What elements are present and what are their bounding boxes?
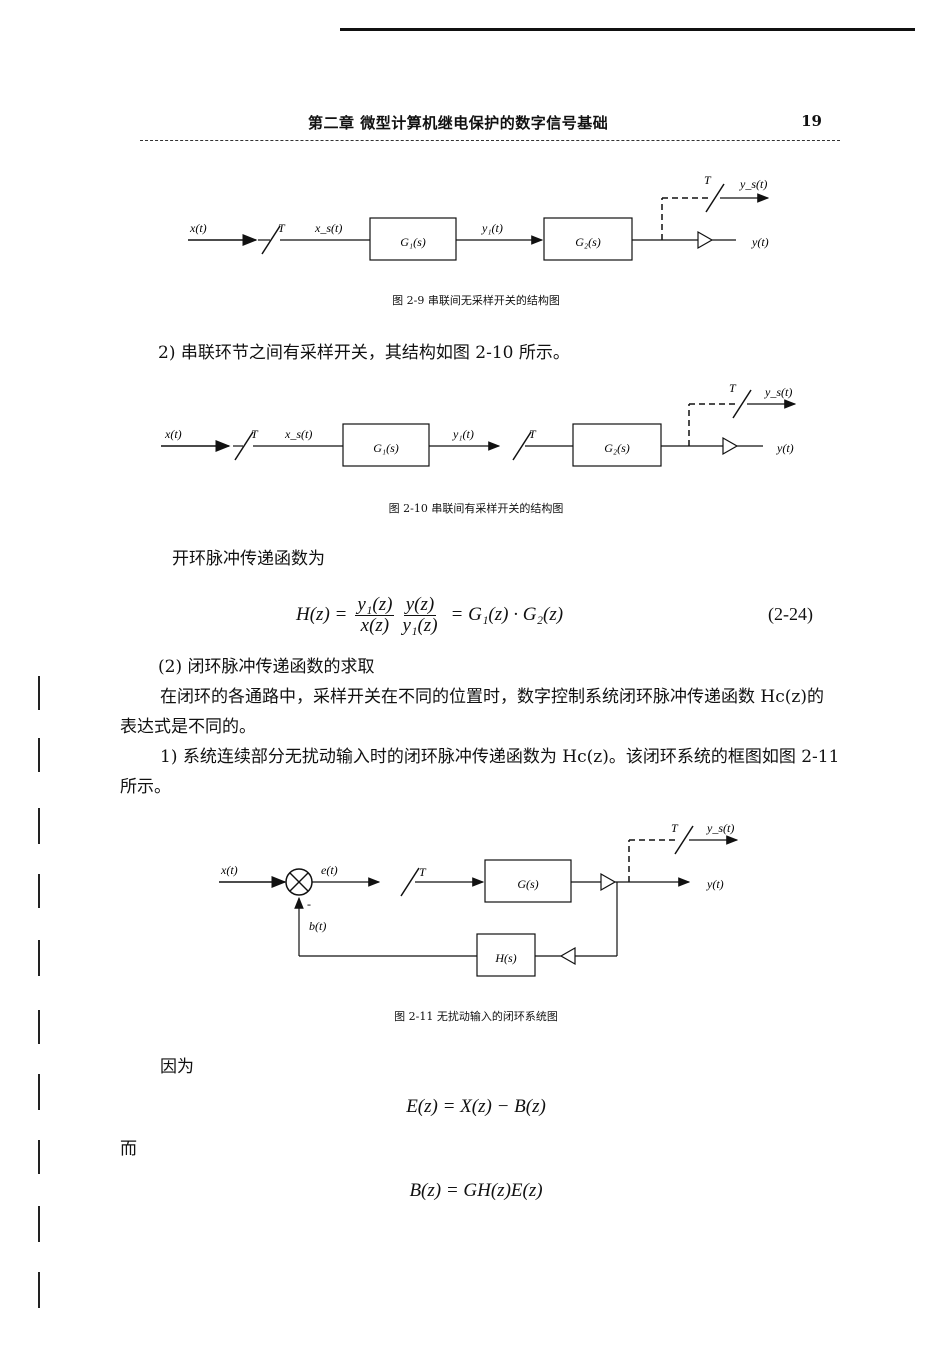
figure-2-9: x(t) T x_s(t) G₁(s) y₁(t) G₂(s) y(t) T y…	[188, 173, 770, 261]
equation-2-24: H(z) = y₁(z) x(z) y(z) y₁(z) = G₁(z) · G…	[296, 590, 563, 640]
figure-2-11: x(t) e(t) T G(s) y(t) T y_s(t) H(s) - b(…	[219, 821, 739, 977]
fig29-label-xs: x_s(t)	[314, 221, 342, 235]
fig210-caption: 图 2-10 串联间有采样开关的结构图	[388, 502, 564, 515]
eq224-f2-den: y₁(z)	[402, 614, 438, 636]
fig29-label-ys: y_s(t)	[739, 177, 767, 191]
fig210-label-T1: T	[251, 427, 259, 441]
fig29-label-y1: y₁(t)	[481, 221, 503, 235]
eq224-rhs: = G₁(z) · G₂(z)	[450, 604, 564, 625]
fig211-caption: 图 2-11 无扰动输入的闭环系统图	[394, 1010, 558, 1023]
fig211-label-T1: T	[419, 865, 427, 879]
section-2-heading: (2) 闭环脉冲传递函数的求取	[158, 657, 375, 677]
open-loop-text: 开环脉冲传递函数为	[172, 549, 325, 569]
fig211-label-e: e(t)	[321, 863, 338, 877]
fig210-label-T2: T	[529, 427, 537, 441]
equation-B: B(z) = GH(z)E(z)	[409, 1180, 543, 1201]
page-number: 19	[801, 112, 822, 130]
fig211-label-T2: T	[671, 821, 679, 835]
fig210-block-G1	[342, 423, 430, 467]
fig210-sampler-2	[512, 431, 532, 461]
because-text: 因为	[160, 1057, 194, 1077]
fig210-label-x: x(t)	[164, 427, 182, 441]
fig211-output-sampler	[674, 825, 694, 855]
header-rule	[140, 140, 840, 142]
fig29-output-triangle	[697, 230, 714, 250]
page-header: 第二章 微型计算机继电保护的数字信号基础 19	[140, 112, 840, 136]
margin-mark	[38, 1074, 40, 1110]
fig29-label-x: x(t)	[189, 221, 207, 235]
fig211-block-G	[484, 859, 572, 903]
margin-mark	[38, 874, 40, 908]
top-rule	[340, 28, 915, 31]
margin-mark	[38, 738, 40, 772]
fig211-label-H: H(s)	[494, 951, 516, 965]
fig210-block-G2	[572, 423, 662, 467]
fig29-sampler-switch	[261, 225, 281, 255]
closed-loop-paragraph: 在闭环的各通路中，采样开关在不同的位置时，数字控制系统闭环脉冲传递函数 Hc(z…	[120, 687, 824, 737]
fig210-label-y: y(t)	[776, 441, 794, 455]
margin-mark	[38, 808, 40, 844]
eq224-lhs: H(z) =	[296, 604, 348, 625]
fig29-label-T2: T	[704, 173, 712, 187]
fig29-block-G2	[543, 217, 633, 261]
eq224-number: (2-24)	[768, 604, 813, 624]
eq224-fraction-1: y₁(z) x(z)	[355, 593, 395, 636]
fig211-label-ys: y_s(t)	[706, 821, 734, 835]
figure-2-10: x(t) T x_s(t) G₁(s) y₁(t) T G₂(s) y(t) T…	[161, 381, 797, 467]
margin-mark	[38, 1140, 40, 1174]
eq224-f1-den: x(z)	[360, 614, 390, 636]
fig210-label-y1: y₁(t)	[452, 427, 474, 441]
and-text: 而	[120, 1139, 137, 1159]
fig211-label-G: G(s)	[517, 877, 538, 891]
fig210-label-G1: G₁(s)	[373, 441, 399, 455]
fig210-label-T3: T	[729, 381, 737, 395]
chapter-title: 第二章 微型计算机继电保护的数字信号基础	[308, 114, 609, 132]
fig29-caption: 图 2-9 串联间无采样开关的结构图	[392, 294, 560, 307]
fig29-label-y: y(t)	[751, 235, 769, 249]
equation-E: E(z) = X(z) − B(z)	[406, 1096, 546, 1117]
item-1-paragraph: 1) 系统连续部分无扰动输入时的闭环脉冲传递函数为 Hc(z)。该闭环系统的框图…	[120, 747, 840, 797]
margin-mark	[38, 940, 40, 976]
fig211-label-b: b(t)	[309, 919, 326, 933]
fig211-label-x: x(t)	[220, 863, 238, 877]
eq224-f1-num: y₁(z)	[355, 593, 395, 616]
fig210-sampler-1	[234, 431, 254, 461]
margin-mark	[38, 1272, 40, 1308]
fig210-label-G2: G₂(s)	[604, 441, 630, 455]
fig210-label-xs: x_s(t)	[284, 427, 312, 441]
fig211-sampler	[400, 867, 420, 897]
fig211-label-y: y(t)	[706, 877, 724, 891]
fig29-label-G1: G₁(s)	[400, 235, 426, 249]
fig210-label-ys: y_s(t)	[764, 385, 792, 399]
margin-mark	[38, 1206, 40, 1242]
fig29-block-G1	[369, 217, 457, 261]
fig210-output-sampler	[732, 389, 752, 419]
fig29-label-T1: T	[278, 221, 286, 235]
fig29-output-sampler	[705, 183, 725, 213]
fig29-label-G2: G₂(s)	[575, 235, 601, 249]
margin-mark	[38, 1010, 40, 1044]
fig211-label-minus: -	[307, 897, 311, 911]
fig211-block-H	[476, 933, 536, 977]
item-2-text: 2) 串联环节之间有采样开关，其结构如图 2-10 所示。	[158, 343, 570, 363]
eq224-f2-num: y(z)	[403, 593, 437, 616]
eq224-fraction-2: y(z) y₁(z)	[400, 593, 439, 636]
margin-mark	[38, 676, 40, 710]
